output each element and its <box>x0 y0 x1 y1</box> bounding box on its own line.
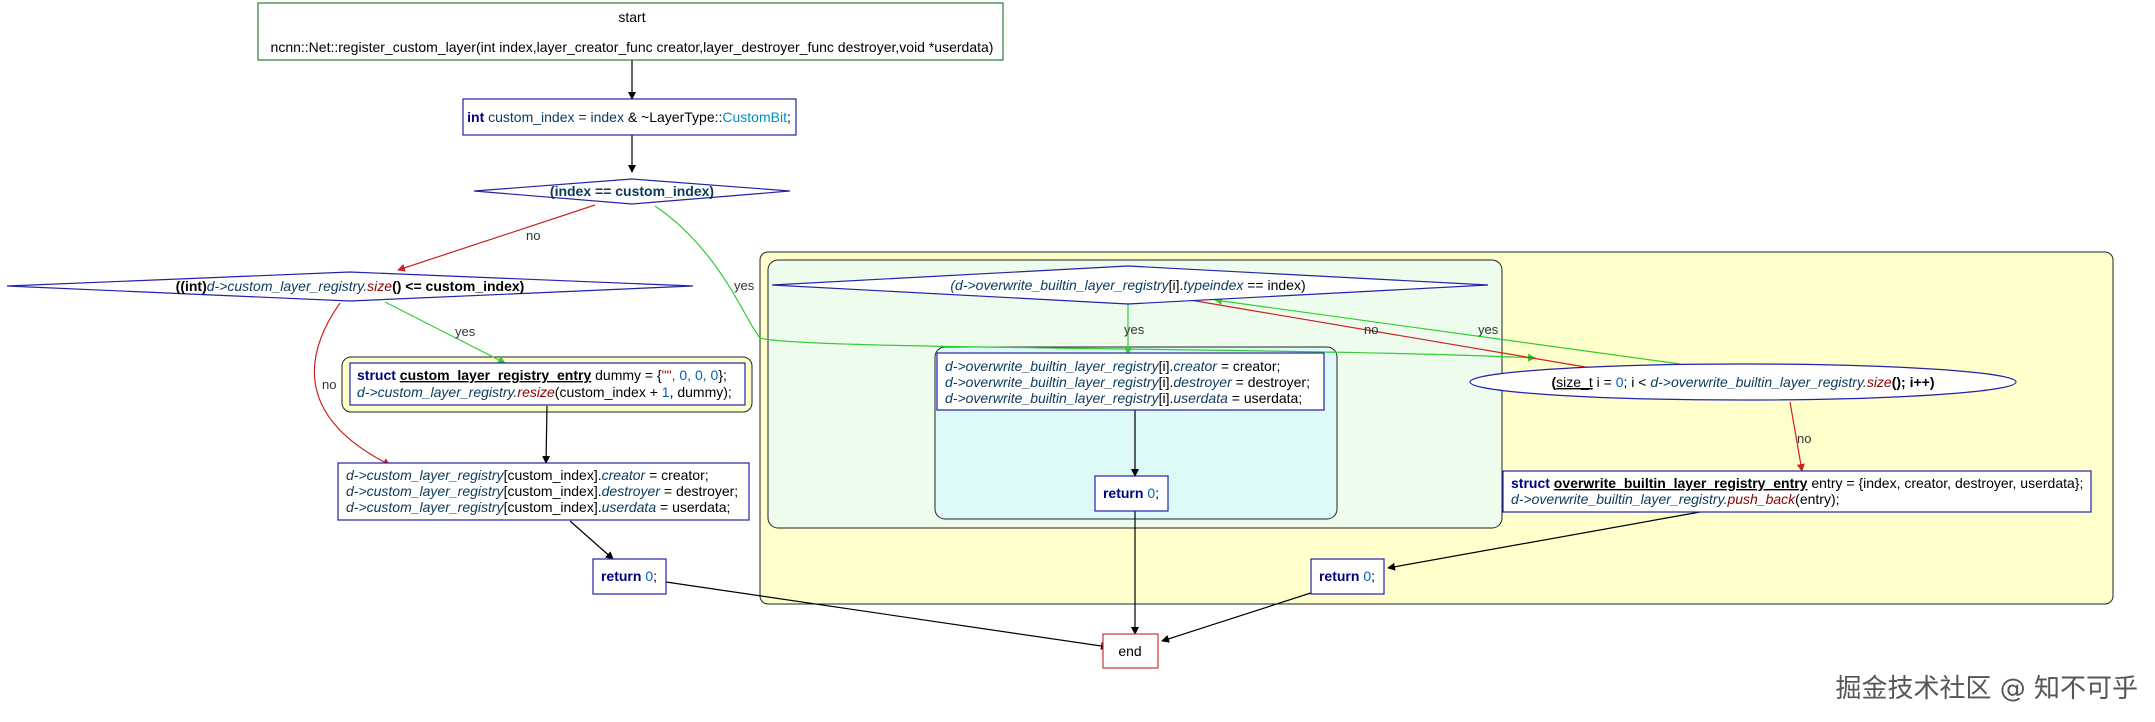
end-label: end <box>1118 643 1141 659</box>
start-label: start <box>618 9 645 25</box>
edge-size-yes <box>384 301 506 364</box>
edge-cond-no <box>397 204 596 272</box>
return-zero-node-right: return 0; <box>1310 558 1385 595</box>
svg-text:d->overwrite_builtin_layer_reg: d->overwrite_builtin_layer_registry[i].u… <box>945 390 1302 406</box>
assign-builtin-registry-node: d->overwrite_builtin_layer_registry[i].c… <box>936 352 1325 411</box>
watermark: 掘金技术社区 @ 知不可乎 <box>1835 674 2138 704</box>
svg-text:(size_t i = 0; i < d->overwrit: (size_t i = 0; i < d->overwrite_builtin_… <box>1551 374 1934 390</box>
svg-text:d->custom_layer_registry.resiz: d->custom_layer_registry.resize(custom_i… <box>357 384 732 400</box>
svg-text:d->overwrite_builtin_layer_reg: d->overwrite_builtin_layer_registry.push… <box>1511 491 1840 507</box>
for-loop-node: (size_t i = 0; i < d->overwrite_builtin_… <box>1469 363 2017 401</box>
resize-registry-node: struct custom_layer_registry_entry dummy… <box>349 362 746 406</box>
svg-text:struct custom_layer_registry_e: struct custom_layer_registry_entry dummy… <box>357 367 727 383</box>
edge-typeindex-no <box>1189 299 1616 375</box>
assign-custom-registry-node: d->custom_layer_registry[custom_index].c… <box>337 462 750 521</box>
svg-text:struct overwrite_builtin_layer: struct overwrite_builtin_layer_registry_… <box>1511 475 2083 491</box>
function-signature: ncnn::Net::register_custom_layer(int ind… <box>271 39 994 55</box>
svg-text:d->custom_layer_registry[custo: d->custom_layer_registry[custom_index].u… <box>346 499 730 515</box>
index-equals-custom-index-decision: (index == custom_index) <box>473 178 791 205</box>
svg-text:return 0;: return 0; <box>1103 485 1159 501</box>
edge-label-yes: yes <box>455 324 476 339</box>
edge-resize-to-assign <box>542 405 551 464</box>
edge-label-no: no <box>1364 322 1378 337</box>
svg-text:d->custom_layer_registry[custo: d->custom_layer_registry[custom_index].d… <box>346 483 738 499</box>
edge-loop-yes <box>1214 296 1681 365</box>
edge-return-to-end <box>665 581 1109 650</box>
registry-size-decision: ((int)d->custom_layer_registry.size() <=… <box>6 271 694 302</box>
svg-text:(index == custom_index): (index == custom_index) <box>550 183 714 199</box>
edge-push-to-return <box>1387 511 1701 571</box>
edge-cond-yes <box>654 205 1536 362</box>
edge-right-return-to-end <box>1161 590 1318 643</box>
return-zero-node-inner: return 0; <box>1094 475 1169 512</box>
edges <box>313 60 1805 650</box>
svg-text:(d->overwrite_builtin_layer_re: (d->overwrite_builtin_layer_registry[i].… <box>950 277 1305 293</box>
svg-text:d->overwrite_builtin_layer_reg: d->overwrite_builtin_layer_registry[i].c… <box>945 358 1280 374</box>
svg-text:d->custom_layer_registry[custo: d->custom_layer_registry[custom_index].c… <box>346 467 709 483</box>
custom-index-node: int custom_index = index & ~LayerType::C… <box>462 98 797 136</box>
edge-label-no: no <box>1797 431 1811 446</box>
return-zero-node-left: return 0; <box>592 558 667 595</box>
start-node: start ncnn::Net::register_custom_layer(i… <box>257 2 1004 61</box>
svg-text:return 0;: return 0; <box>601 568 657 584</box>
end-node: end <box>1102 633 1159 669</box>
edge-size-no <box>313 302 391 466</box>
svg-text:int custom_index = index & ~La: int custom_index = index & ~LayerType::C… <box>467 109 791 125</box>
edge-label-no: no <box>322 377 336 392</box>
edge-loop-no <box>1789 401 1805 472</box>
svg-text:return 0;: return 0; <box>1319 568 1375 584</box>
edge-assign-to-return <box>569 520 614 560</box>
typeindex-equals-index-decision: (d->overwrite_builtin_layer_registry[i].… <box>771 265 1489 305</box>
svg-text:d->overwrite_builtin_layer_reg: d->overwrite_builtin_layer_registry[i].d… <box>945 374 1310 390</box>
push-back-entry-node: struct overwrite_builtin_layer_registry_… <box>1502 470 2092 513</box>
edge-label-yes: yes <box>1478 322 1499 337</box>
edge-label-yes: yes <box>734 278 755 293</box>
svg-text:((int)d->custom_layer_registry: ((int)d->custom_layer_registry.size() <=… <box>176 278 525 294</box>
edge-label-yes: yes <box>1124 322 1145 337</box>
edge-label-no: no <box>526 228 540 243</box>
